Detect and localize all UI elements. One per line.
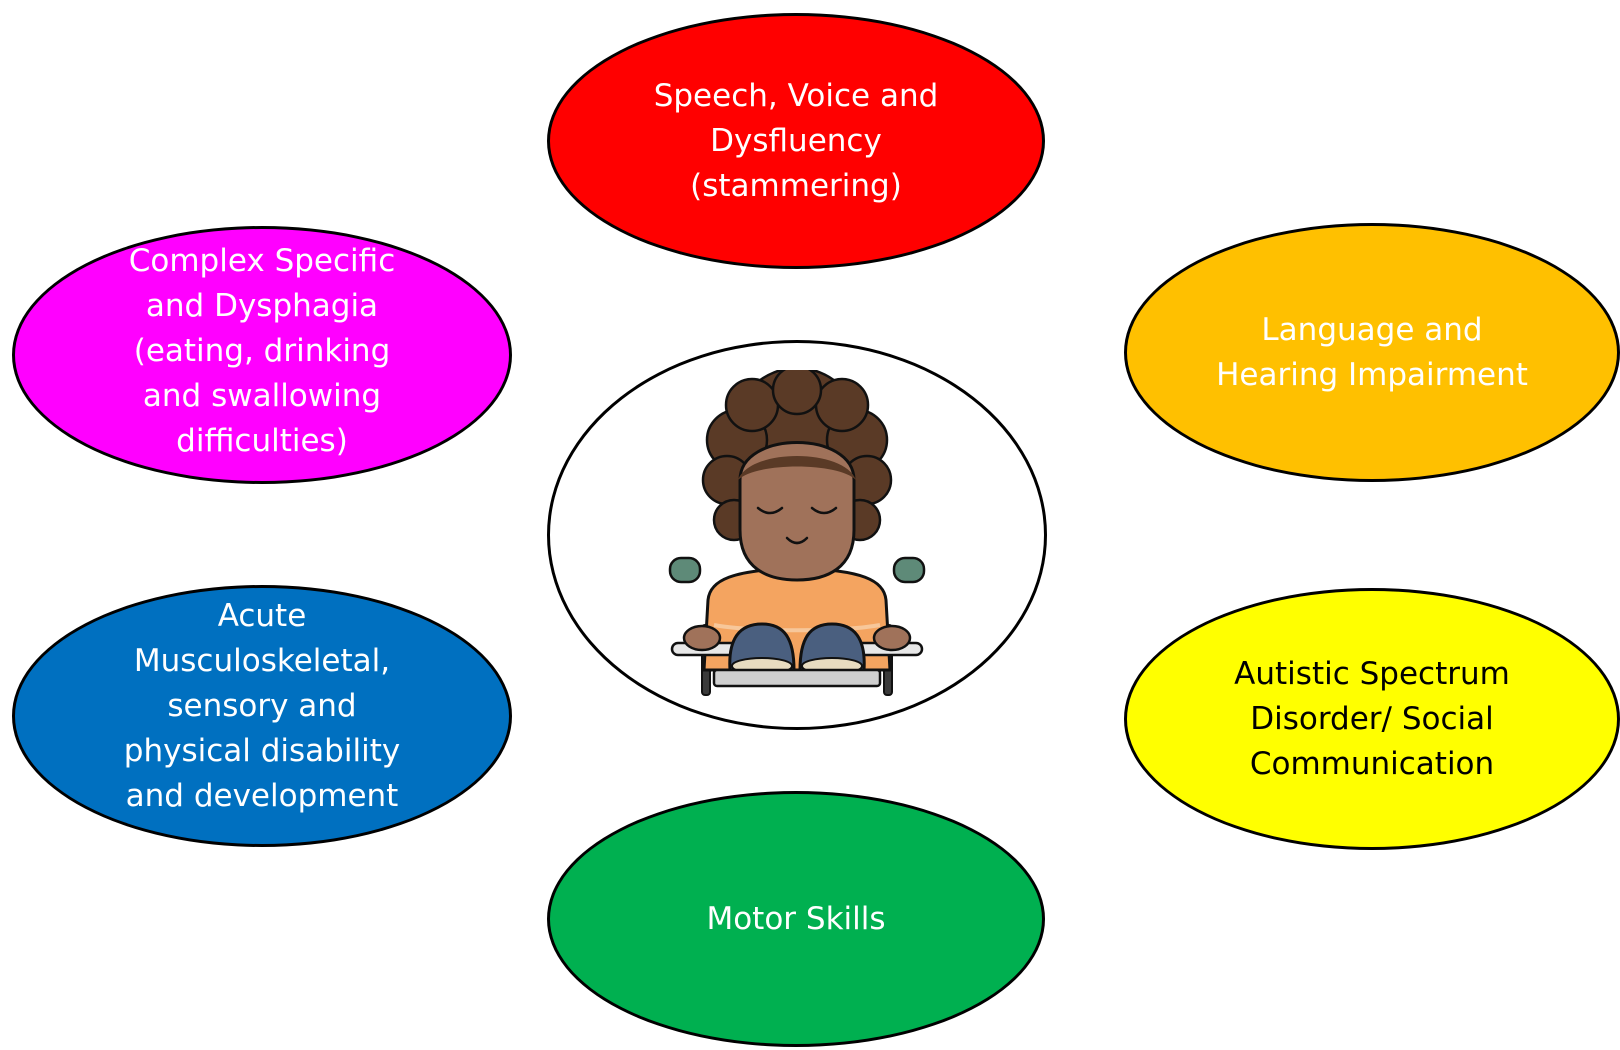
- oval-center: [547, 340, 1047, 730]
- oval-label: Language and Hearing Impairment: [1216, 311, 1528, 393]
- oval-label: Speech, Voice and Dysfluency (stammering…: [653, 77, 939, 204]
- oval-label: Autistic Spectrum Disorder/ Social Commu…: [1234, 655, 1510, 782]
- oval-complex-specific-dysphagia: Complex Specific and Dysphagia (eating, …: [12, 226, 512, 484]
- oval-acute-musculoskeletal: Acute Musculoskeletal, sensory and physi…: [12, 585, 512, 847]
- oval-label: Motor Skills: [706, 900, 886, 937]
- oval-language-hearing: Language and Hearing Impairment: [1124, 223, 1620, 482]
- oval-label: Complex Specific and Dysphagia (eating, …: [128, 242, 396, 459]
- child-in-wheelchair-illustration: [668, 370, 926, 696]
- oval-speech-voice-dysfluency: Speech, Voice and Dysfluency (stammering…: [547, 13, 1045, 269]
- oval-label: Acute Musculoskeletal, sensory and physi…: [123, 597, 401, 814]
- oval-autistic-spectrum: Autistic Spectrum Disorder/ Social Commu…: [1124, 588, 1620, 850]
- oval-motor-skills: Motor Skills: [547, 791, 1045, 1047]
